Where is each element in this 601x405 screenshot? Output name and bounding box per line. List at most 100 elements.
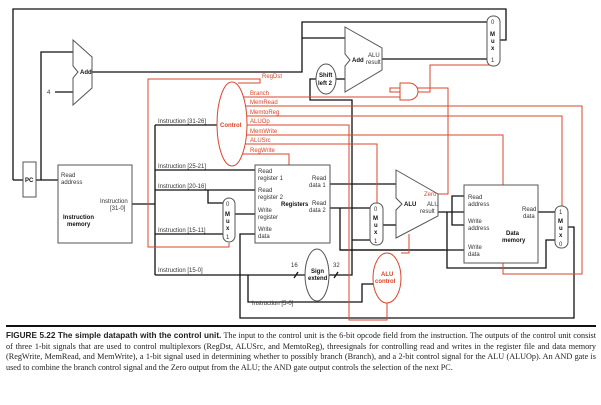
field-20-16: Instruction [20-16] — [158, 184, 206, 190]
alusrc-mux — [369, 202, 384, 246]
sign-extend — [304, 248, 330, 302]
signal-memread: MemRead — [250, 100, 278, 106]
mux-letter: u — [226, 219, 230, 225]
dm-write-address-2: address — [468, 226, 489, 232]
mux-letter: M — [373, 216, 378, 222]
rf-write-reg-2: register — [258, 215, 278, 221]
control-label: Control — [220, 123, 242, 129]
mux-input-1: 1 — [374, 239, 378, 245]
instruction-memory — [57, 164, 133, 244]
im-name-1: Instruction — [63, 215, 94, 221]
dm-write-data: Write — [468, 245, 483, 251]
pc-source-mux — [486, 15, 501, 67]
pc-adder-label: Add — [80, 70, 92, 76]
mux-input-1: 1 — [491, 58, 495, 64]
rf-read-reg2-2: register 2 — [258, 195, 284, 201]
alu — [395, 169, 439, 239]
control-unit — [216, 81, 248, 167]
mux-input-1: 1 — [226, 235, 230, 241]
datapath-diagram: PC Add 4 Shift left 2 Add ALU result 0 M… — [12, 8, 583, 321]
rf-read-reg2: Read — [258, 188, 272, 194]
rf-read-data1-2: data 1 — [309, 183, 326, 189]
bits-in: 16 — [291, 263, 298, 269]
dm-write-address: Write — [468, 219, 483, 225]
rf-write-reg: Write — [258, 208, 273, 214]
signal-branch: Branch — [250, 91, 269, 97]
alu-control-label-1: ALU — [381, 272, 393, 278]
dm-write-data-2: data — [468, 252, 480, 258]
field-15-0: Instruction [15-0] — [158, 268, 203, 274]
rf-read-data1: Read — [312, 176, 326, 182]
pc-label: PC — [25, 178, 34, 184]
figure-caption: FIGURE 5.22 The simple datapath with the… — [6, 331, 596, 373]
alu-label: ALU — [404, 202, 416, 208]
im-read-address-2: address — [61, 180, 82, 186]
caption-label: FIGURE 5.22 The simple datapath with the… — [6, 331, 222, 340]
mux-letter: M — [558, 219, 563, 225]
mux-letter: M — [225, 212, 230, 218]
mux-letter: u — [491, 39, 495, 45]
register-file — [254, 164, 331, 244]
sign-extend-label-1: Sign — [311, 269, 324, 275]
mux-input-1: 1 — [559, 210, 563, 216]
dm-read-data-2: data — [523, 214, 535, 220]
signal-memtoreg: MemtoReg — [250, 110, 279, 116]
mux-letter: u — [559, 226, 563, 232]
bits-out: 32 — [333, 263, 340, 269]
mux-letter: x — [559, 233, 563, 239]
mux-letter: M — [490, 32, 495, 38]
pc-adder — [72, 38, 93, 107]
mux-input-0: 0 — [491, 20, 495, 26]
dm-name-2: memory — [502, 238, 526, 244]
alu-result: ALU — [427, 202, 439, 208]
mux-letter: u — [374, 223, 378, 229]
mux-letter: x — [491, 46, 495, 52]
signal-alusrc: ALUSrc — [250, 138, 271, 144]
mux-letter: x — [226, 226, 230, 232]
mux-input-0: 0 — [374, 207, 378, 213]
mux-letter: x — [374, 230, 378, 236]
dm-read-address: Read — [468, 195, 482, 201]
mux-input-0: 0 — [559, 242, 563, 248]
branch-adder-result-2: result — [366, 60, 381, 66]
mux-input-0: 0 — [226, 202, 230, 208]
im-instruction: Instruction — [100, 199, 128, 205]
control-wires — [147, 64, 583, 321]
regdst-mux — [222, 197, 236, 243]
dm-read-address-2: address — [468, 202, 489, 208]
rf-read-reg1-2: register 1 — [258, 176, 284, 182]
rf-read-data2-2: data 2 — [309, 208, 326, 214]
pc-register — [22, 161, 37, 198]
alu-control — [372, 252, 402, 304]
rf-read-reg1: Read — [258, 169, 272, 175]
shift-label-2: left 2 — [318, 81, 333, 87]
alu-result-2: result — [420, 209, 435, 215]
field-5-0: Instruction [5-0] — [252, 301, 294, 307]
signal-aluop: ALUOp — [250, 119, 270, 125]
rf-read-data2: Read — [312, 201, 326, 207]
rf-name: Registers — [281, 202, 309, 208]
alu-control-label-2: control — [375, 279, 396, 285]
field-25-21: Instruction [25-21] — [158, 164, 206, 170]
and-gate — [399, 82, 419, 101]
alu-zero: Zero — [424, 192, 437, 198]
im-instruction-bits: [31-0] — [110, 206, 126, 212]
signal-regdst: RegDst — [262, 74, 282, 80]
im-read-address: Read — [61, 173, 75, 179]
field-15-11: Instruction [15-11] — [158, 228, 206, 234]
dm-read-data: Read — [522, 207, 536, 213]
branch-adder-result-1: ALU — [368, 53, 380, 59]
im-name-2: memory — [67, 222, 91, 228]
rf-write-data-2: data — [258, 234, 270, 240]
memtoreg-mux — [554, 205, 569, 249]
dm-name-1: Data — [506, 231, 520, 237]
field-31-26: Instruction [31-26] — [158, 119, 206, 125]
rf-write-data: Write — [258, 227, 273, 233]
branch-adder — [344, 26, 383, 93]
signal-regwrite: RegWrite — [250, 148, 276, 154]
data-memory — [463, 184, 539, 264]
const-four: 4 — [47, 90, 51, 96]
shift-label-1: Shift — [319, 73, 332, 79]
shift-left-2 — [315, 63, 337, 95]
